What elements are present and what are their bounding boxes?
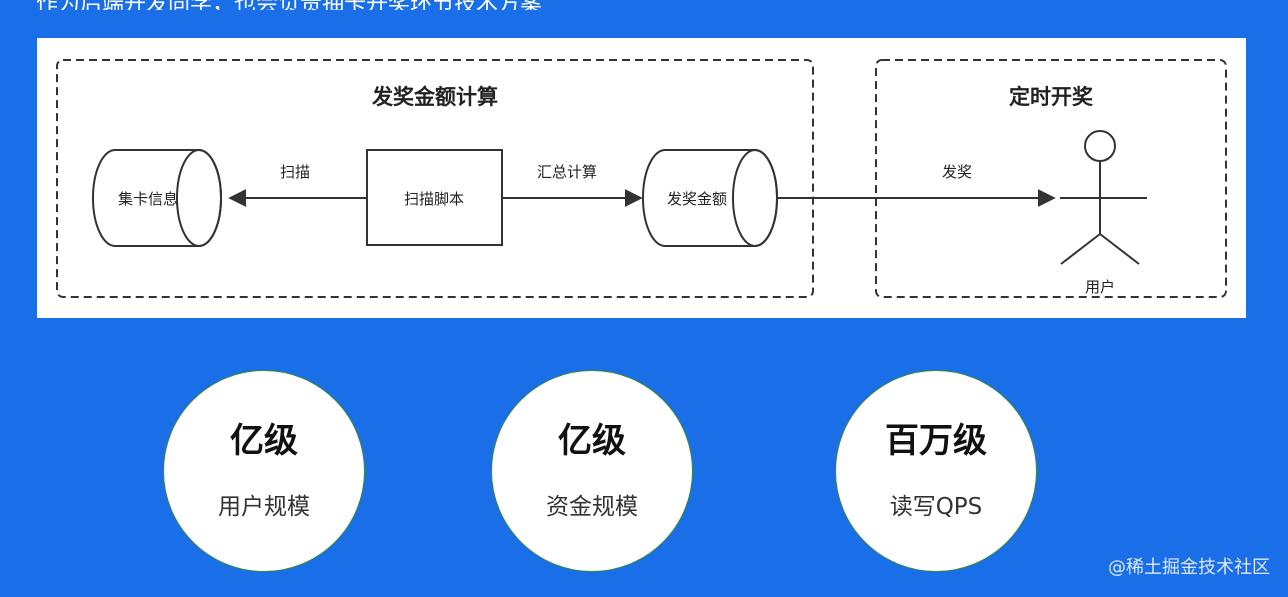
- group-scheduled-draw: [875, 59, 1227, 298]
- stat-user-scale: 亿级 用户规模: [163, 370, 365, 572]
- node-user: [1060, 130, 1147, 265]
- edge-summarize-label: 汇总计算: [537, 163, 597, 181]
- node-prize-amount: 发奖金额: [642, 149, 778, 247]
- stat-qps: 百万级 读写QPS: [835, 370, 1037, 572]
- group-scheduled-draw-title: 定时开奖: [1009, 85, 1094, 109]
- group-prize-calculation: [56, 59, 814, 298]
- group-prize-calculation-title: 发奖金额计算: [371, 85, 498, 109]
- diagram-panel: 发奖金额计算 定时开奖 集卡信息 扫描脚本 发奖金额 用户: [37, 38, 1246, 318]
- stat-fund-scale: 亿级 资金规模: [491, 370, 693, 572]
- stat-qps-value: 百万级: [885, 421, 987, 461]
- stat-user-scale-value: 亿级: [230, 421, 298, 461]
- edge-scan-label: 扫描: [280, 163, 310, 181]
- watermark: @稀土掘金技术社区: [1108, 557, 1270, 578]
- node-card-info: 集卡信息: [92, 149, 222, 247]
- node-card-info-label: 集卡信息: [118, 190, 178, 208]
- stat-qps-label: 读写QPS: [889, 494, 983, 520]
- node-user-label: 用户: [1085, 278, 1115, 296]
- stat-fund-scale-value: 亿级: [558, 421, 626, 461]
- node-prize-amount-label: 发奖金额: [667, 190, 727, 208]
- node-scan-script-label: 扫描脚本: [404, 190, 464, 208]
- node-scan-script: 扫描脚本: [366, 149, 503, 246]
- stat-user-scale-label: 用户规模: [218, 494, 310, 520]
- stat-fund-scale-label: 资金规模: [546, 494, 638, 520]
- flow-diagram: 发奖金额计算 定时开奖 集卡信息 扫描脚本 发奖金额 用户: [56, 59, 1227, 298]
- edge-award-label: 发奖: [942, 163, 972, 181]
- top-caption: 作为后端开发同学，也会负责抽卡开奖环节技术方案: [36, 0, 542, 10]
